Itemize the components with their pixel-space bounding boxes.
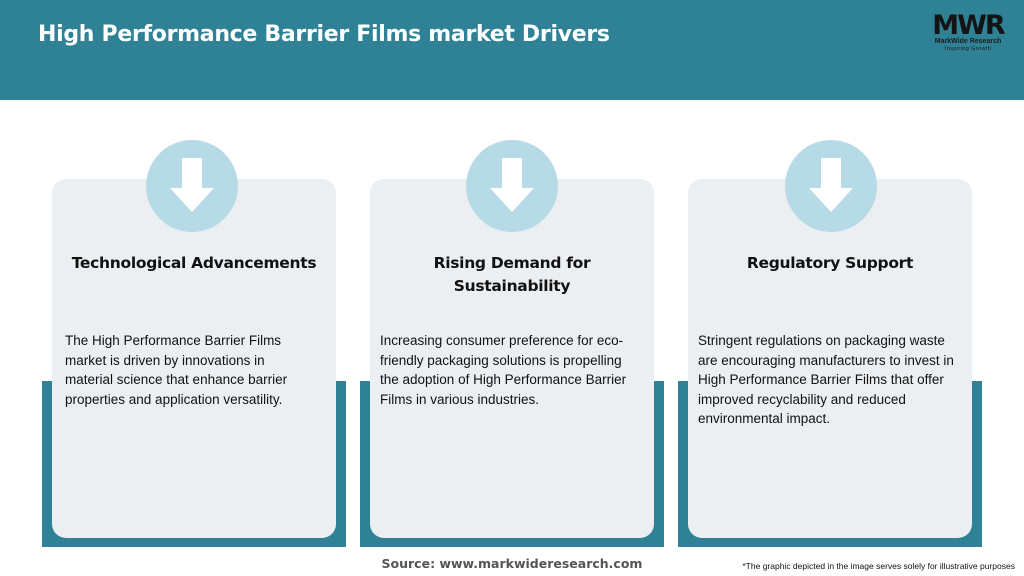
card-body-2: Increasing consumer preference for eco-f…	[380, 333, 627, 407]
arrow-circle-3	[785, 140, 877, 232]
arrow-circle-1	[146, 140, 238, 232]
arrow-down-icon	[809, 158, 853, 212]
card-title-1: Technological Advancements	[71, 254, 317, 272]
mwr-logo-icon: MWR	[932, 10, 1008, 38]
disclaimer-note: *The graphic depicted in the image serve…	[742, 561, 1015, 571]
arrow-circle-2	[466, 140, 558, 232]
page-title: High Performance Barrier Films market Dr…	[38, 22, 610, 47]
driver-card-2	[370, 179, 654, 538]
arrow-down-icon	[170, 158, 214, 212]
arrow-down-icon	[490, 158, 534, 212]
driver-card-3	[688, 179, 972, 538]
card-title-3: Regulatory Support	[746, 254, 914, 272]
logo-name: MarkWide Research	[934, 38, 1002, 45]
card-body-3: Stringent regulations on packaging waste…	[698, 333, 954, 426]
header-banner: High Performance Barrier Films market Dr…	[0, 0, 1024, 100]
source-note: Source: www.markwideresearch.com	[381, 556, 643, 571]
brand-logo: MWR MarkWide Research Inspiring Growth	[922, 10, 1014, 58]
logo-tagline: Inspiring Growth	[944, 46, 992, 52]
driver-card-1	[52, 179, 336, 538]
card-body-1: The High Performance Barrier Films marke…	[65, 333, 288, 407]
card-title-2: Rising Demand for Sustainability	[433, 254, 591, 295]
svg-text:MWR: MWR	[932, 10, 1006, 38]
